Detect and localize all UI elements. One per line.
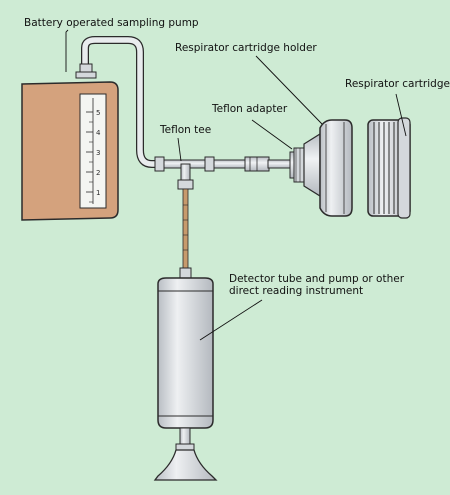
scale-number: 2 xyxy=(96,169,100,177)
detector-label-line2: direct reading instrument xyxy=(229,285,364,297)
scale-number: 5 xyxy=(96,109,100,117)
pump-label: Battery operated sampling pump xyxy=(24,17,199,29)
cartridge-leader-line xyxy=(395,93,407,137)
adapter-leader-line xyxy=(251,119,293,150)
tee-leader-line xyxy=(177,137,182,162)
detector-leader-line xyxy=(199,299,263,341)
leader-lines xyxy=(65,29,407,341)
teflon-tee xyxy=(154,156,270,190)
scale-number: 3 xyxy=(96,149,100,157)
pump-tubing xyxy=(81,36,164,168)
detector-label-line1: Detector tube and pump or other xyxy=(229,273,405,285)
pump-leader-line xyxy=(65,29,69,72)
tee-label: Teflon tee xyxy=(160,124,212,136)
teflon-adapter xyxy=(267,147,305,183)
detector-hand-pump xyxy=(153,277,218,481)
flow-scale: 5 4 3 2 1 xyxy=(86,109,101,203)
scale-number: 4 xyxy=(96,129,101,137)
cartridge-label: Respirator cartridge xyxy=(345,78,450,90)
adapter-label: Teflon adapter xyxy=(212,103,288,115)
cartridge-holder xyxy=(303,119,353,217)
respirator-cartridge xyxy=(367,117,411,219)
detector-tube xyxy=(179,188,192,281)
scale-number: 1 xyxy=(96,189,100,197)
sampling-pump xyxy=(21,63,119,221)
cartridge-holder-label: Respirator cartridge holder xyxy=(175,42,317,54)
holder-leader-line xyxy=(255,55,323,125)
